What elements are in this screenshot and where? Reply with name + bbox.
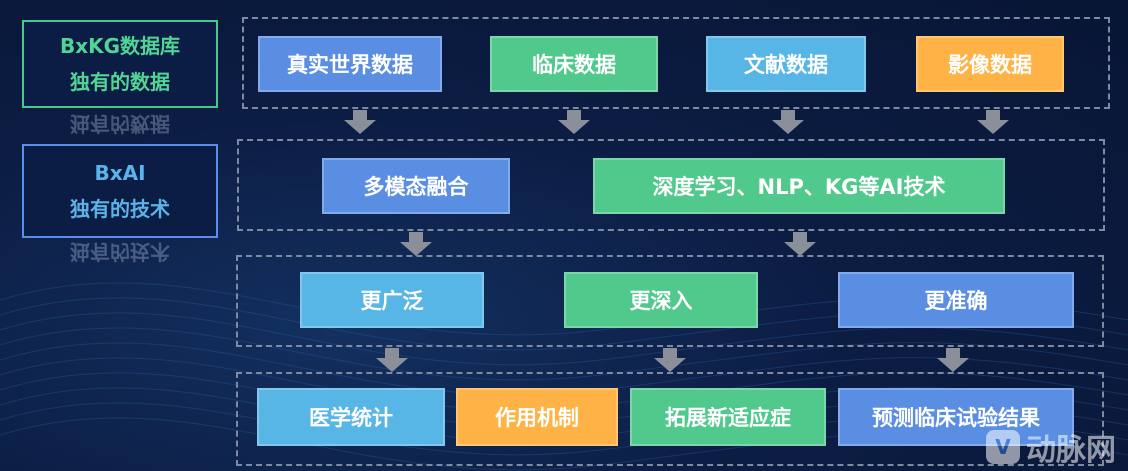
watermark: V 动脉网	[986, 425, 1116, 469]
node-multimodal-fusion: 多模态融合	[322, 158, 510, 214]
node-new-indications: 拓展新适应症	[630, 388, 826, 446]
node-broader: 更广泛	[300, 272, 484, 328]
arrow-down-icon	[376, 348, 408, 372]
arrow-down-icon	[400, 232, 432, 256]
node-predict-clinical-trials: 预测临床试验结果	[838, 388, 1074, 446]
node-imaging-data: 影像数据	[916, 36, 1064, 92]
arrow-down-icon	[654, 348, 686, 372]
node-more-accurate: 更准确	[838, 272, 1074, 328]
arrow-down-icon	[977, 110, 1009, 134]
node-real-world-data: 真实世界数据	[258, 36, 442, 92]
data-sources-group	[242, 17, 1110, 109]
arrow-down-icon	[937, 348, 969, 372]
arrow-down-icon	[772, 110, 804, 134]
node-literature-data: 文献数据	[706, 36, 866, 92]
watermark-text: 动脉网	[1026, 433, 1116, 468]
node-deeper: 更深入	[564, 272, 758, 328]
arrow-down-icon	[558, 110, 590, 134]
legend-ai-box: BxAI 独有的技术	[22, 144, 218, 238]
legend-ai-reflection: 独有的技术	[70, 240, 170, 264]
legend-kg-title: BxKG数据库	[59, 34, 181, 58]
arrow-down-icon	[344, 110, 376, 134]
techniques-group	[237, 139, 1105, 231]
legend-kg-reflection: 独有的数据	[70, 112, 170, 136]
legend-kg-box: BxKG数据库 独有的数据	[22, 20, 218, 108]
legend-kg-subtitle: 独有的数据	[70, 70, 170, 94]
arrow-down-icon	[784, 232, 816, 256]
applications-group	[236, 372, 1104, 466]
qualities-group	[236, 255, 1104, 347]
node-mechanism-of-action: 作用机制	[456, 388, 618, 446]
legend-ai-subtitle: 独有的技术	[70, 197, 170, 221]
legend-ai-title: BxAI	[94, 161, 146, 185]
node-ai-techniques: 深度学习、NLP、KG等AI技术	[593, 158, 1005, 214]
node-medical-statistics: 医学统计	[257, 388, 445, 446]
logo-icon: V	[986, 430, 1020, 464]
node-clinical-data: 临床数据	[490, 36, 658, 92]
